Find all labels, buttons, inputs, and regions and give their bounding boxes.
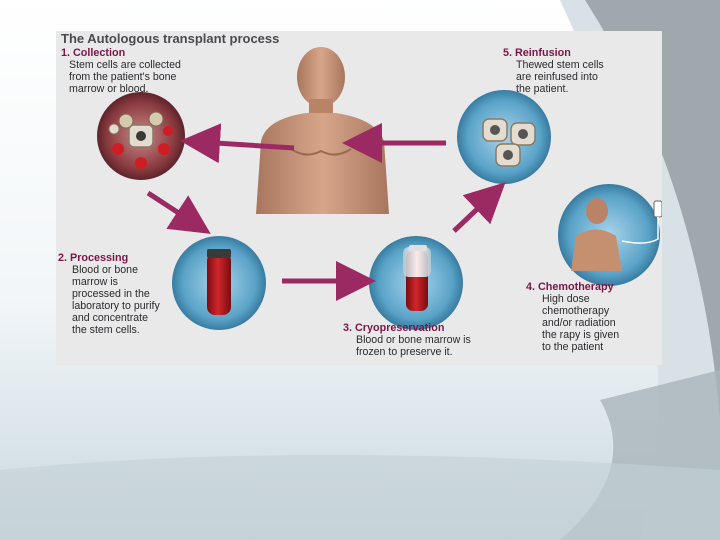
step-reinfusion: 5. Reinfusion Thewed stem cells are rein… [503,47,604,95]
diagram-illustration [97,47,662,330]
swoosh-bottom [0,455,720,540]
reinfusion-stem-cells-circle [457,90,551,184]
step-chemotherapy: 4. Chemotherapy High dose chemotherapy a… [526,281,619,353]
step-collection: 1. Collection Stem cells are collected f… [61,47,181,95]
arrow-cryo-to-reinfusion [452,182,506,233]
diagram-title: The Autologous transplant process [61,31,280,46]
step-processing-text: Blood or bone marrow is processed in the… [72,264,160,336]
arrow-torso-to-collection [180,123,295,164]
cryopreservation-tube-circle [369,236,463,330]
step-chemotherapy-title: 4. Chemotherapy [526,281,614,293]
step-collection-text: Stem cells are collected from the patien… [69,59,181,95]
step-processing: 2. Processing Blood or bone marrow is pr… [58,252,160,336]
step-processing-title: 2. Processing [58,252,129,264]
step-cryopreservation-text: Blood or bone marrow is frozen to preser… [356,334,471,358]
step-cryopreservation-title: 3. Cryopreservation [343,322,445,334]
autologous-transplant-figure: The Autologous transplant process 1. Col… [56,31,662,365]
step-reinfusion-text: Thewed stem cells are reinfused into the… [516,59,604,95]
step-cryopreservation: 3. Cryopreservation Blood or bone marrow… [343,322,471,358]
swoosh-dark [585,0,720,420]
arrow-collection-to-processing [146,190,211,234]
processing-tube-circle [172,236,266,330]
step-reinfusion-title: 5. Reinfusion [503,47,571,59]
step-chemotherapy-text: High dose chemotherapy and/or radiation … [542,293,620,353]
patient-torso [256,47,389,214]
chemotherapy-patient-circle [558,184,662,286]
collection-marrow-circle [97,92,185,180]
step-collection-title: 1. Collection [61,47,126,59]
